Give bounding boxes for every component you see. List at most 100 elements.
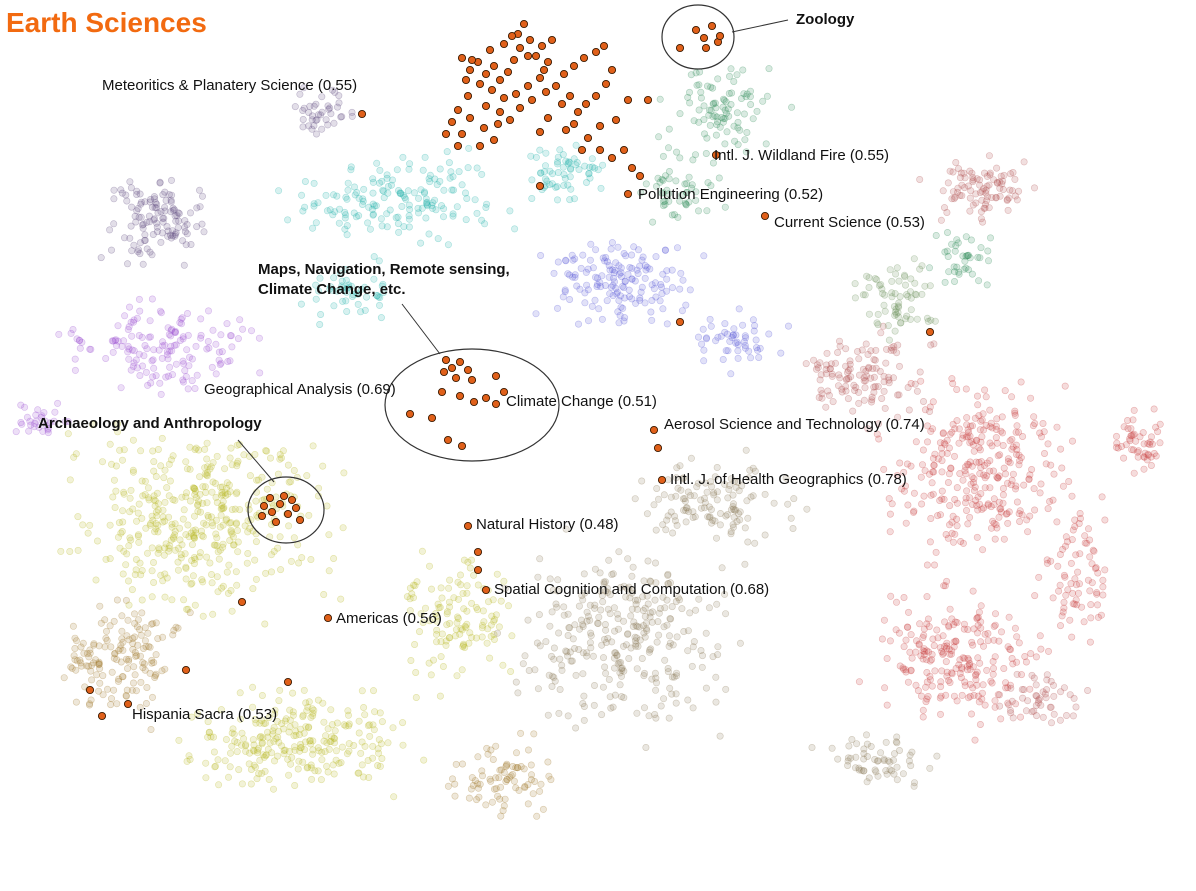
background-point (70, 453, 78, 461)
background-point (858, 766, 866, 774)
background-point (616, 292, 624, 300)
background-point (212, 762, 220, 770)
background-point (1030, 485, 1038, 493)
background-point (438, 630, 446, 638)
background-point (951, 530, 959, 538)
background-point (471, 196, 479, 204)
background-point (191, 446, 199, 454)
background-point (124, 616, 132, 624)
background-point (329, 191, 337, 199)
annotation-pollution: Pollution Engineering (0.52) (638, 186, 823, 203)
background-point (343, 284, 351, 292)
background-point (629, 622, 637, 630)
earth-sciences-point (591, 91, 601, 101)
background-point (302, 723, 310, 731)
background-point (131, 571, 139, 579)
background-point (598, 711, 606, 719)
background-point (410, 581, 418, 589)
background-point (971, 414, 979, 422)
background-point (893, 733, 901, 741)
background-point (132, 218, 140, 226)
background-point (822, 403, 830, 411)
background-point (654, 174, 662, 182)
background-point (1032, 681, 1040, 689)
background-point (126, 508, 134, 516)
background-point (110, 195, 118, 203)
background-point (560, 603, 568, 611)
background-point (909, 508, 917, 516)
background-point (639, 593, 647, 601)
background-point (159, 338, 167, 346)
background-point (483, 200, 491, 208)
background-point (661, 172, 669, 180)
background-point (826, 365, 834, 373)
background-point (221, 465, 229, 473)
earth-sciences-point (455, 391, 465, 401)
background-point (527, 152, 535, 160)
background-point (134, 509, 142, 517)
background-point (964, 654, 972, 662)
background-point (134, 616, 142, 624)
background-point (512, 784, 520, 792)
background-point (306, 736, 314, 744)
earth-sciences-point (595, 145, 605, 155)
background-point (976, 720, 984, 728)
background-point (187, 241, 195, 249)
background-point (536, 146, 544, 154)
background-point (619, 642, 627, 650)
background-point (587, 629, 595, 637)
background-point (590, 681, 598, 689)
background-point (728, 89, 736, 97)
background-point (325, 745, 333, 753)
background-point (152, 525, 160, 533)
background-point (726, 337, 734, 345)
background-point (937, 216, 945, 224)
background-point (689, 704, 697, 712)
background-point (509, 762, 517, 770)
background-point (743, 129, 751, 137)
background-point (1023, 516, 1031, 524)
background-point (650, 501, 658, 509)
background-point (979, 218, 987, 226)
background-point (860, 767, 868, 775)
background-point (950, 277, 958, 285)
background-point (713, 488, 721, 496)
background-point (42, 422, 50, 430)
background-point (126, 303, 134, 311)
background-point (893, 776, 901, 784)
background-point (249, 683, 257, 691)
background-point (977, 618, 985, 626)
background-point (425, 230, 433, 238)
background-point (572, 671, 580, 679)
background-point (1129, 416, 1137, 424)
background-point (161, 207, 169, 215)
background-point (1005, 613, 1013, 621)
background-point (32, 411, 40, 419)
background-point (150, 216, 158, 224)
background-point (665, 197, 673, 205)
background-point (204, 733, 212, 741)
background-point (163, 484, 171, 492)
background-point (272, 735, 280, 743)
background-point (567, 657, 575, 665)
background-point (600, 578, 608, 586)
background-point (320, 590, 328, 598)
background-point (134, 532, 142, 540)
background-point (713, 118, 721, 126)
background-point (988, 194, 996, 202)
background-point (343, 231, 351, 239)
background-point (959, 476, 967, 484)
background-point (376, 293, 384, 301)
background-point (218, 504, 226, 512)
background-point (1032, 701, 1040, 709)
background-point (492, 742, 500, 750)
background-point (264, 733, 272, 741)
background-point (945, 645, 953, 653)
background-point (422, 214, 430, 222)
background-point (656, 604, 664, 612)
background-point (1004, 684, 1012, 692)
background-point (361, 283, 369, 291)
background-point (357, 308, 365, 316)
background-point (290, 743, 298, 751)
background-point (553, 183, 561, 191)
